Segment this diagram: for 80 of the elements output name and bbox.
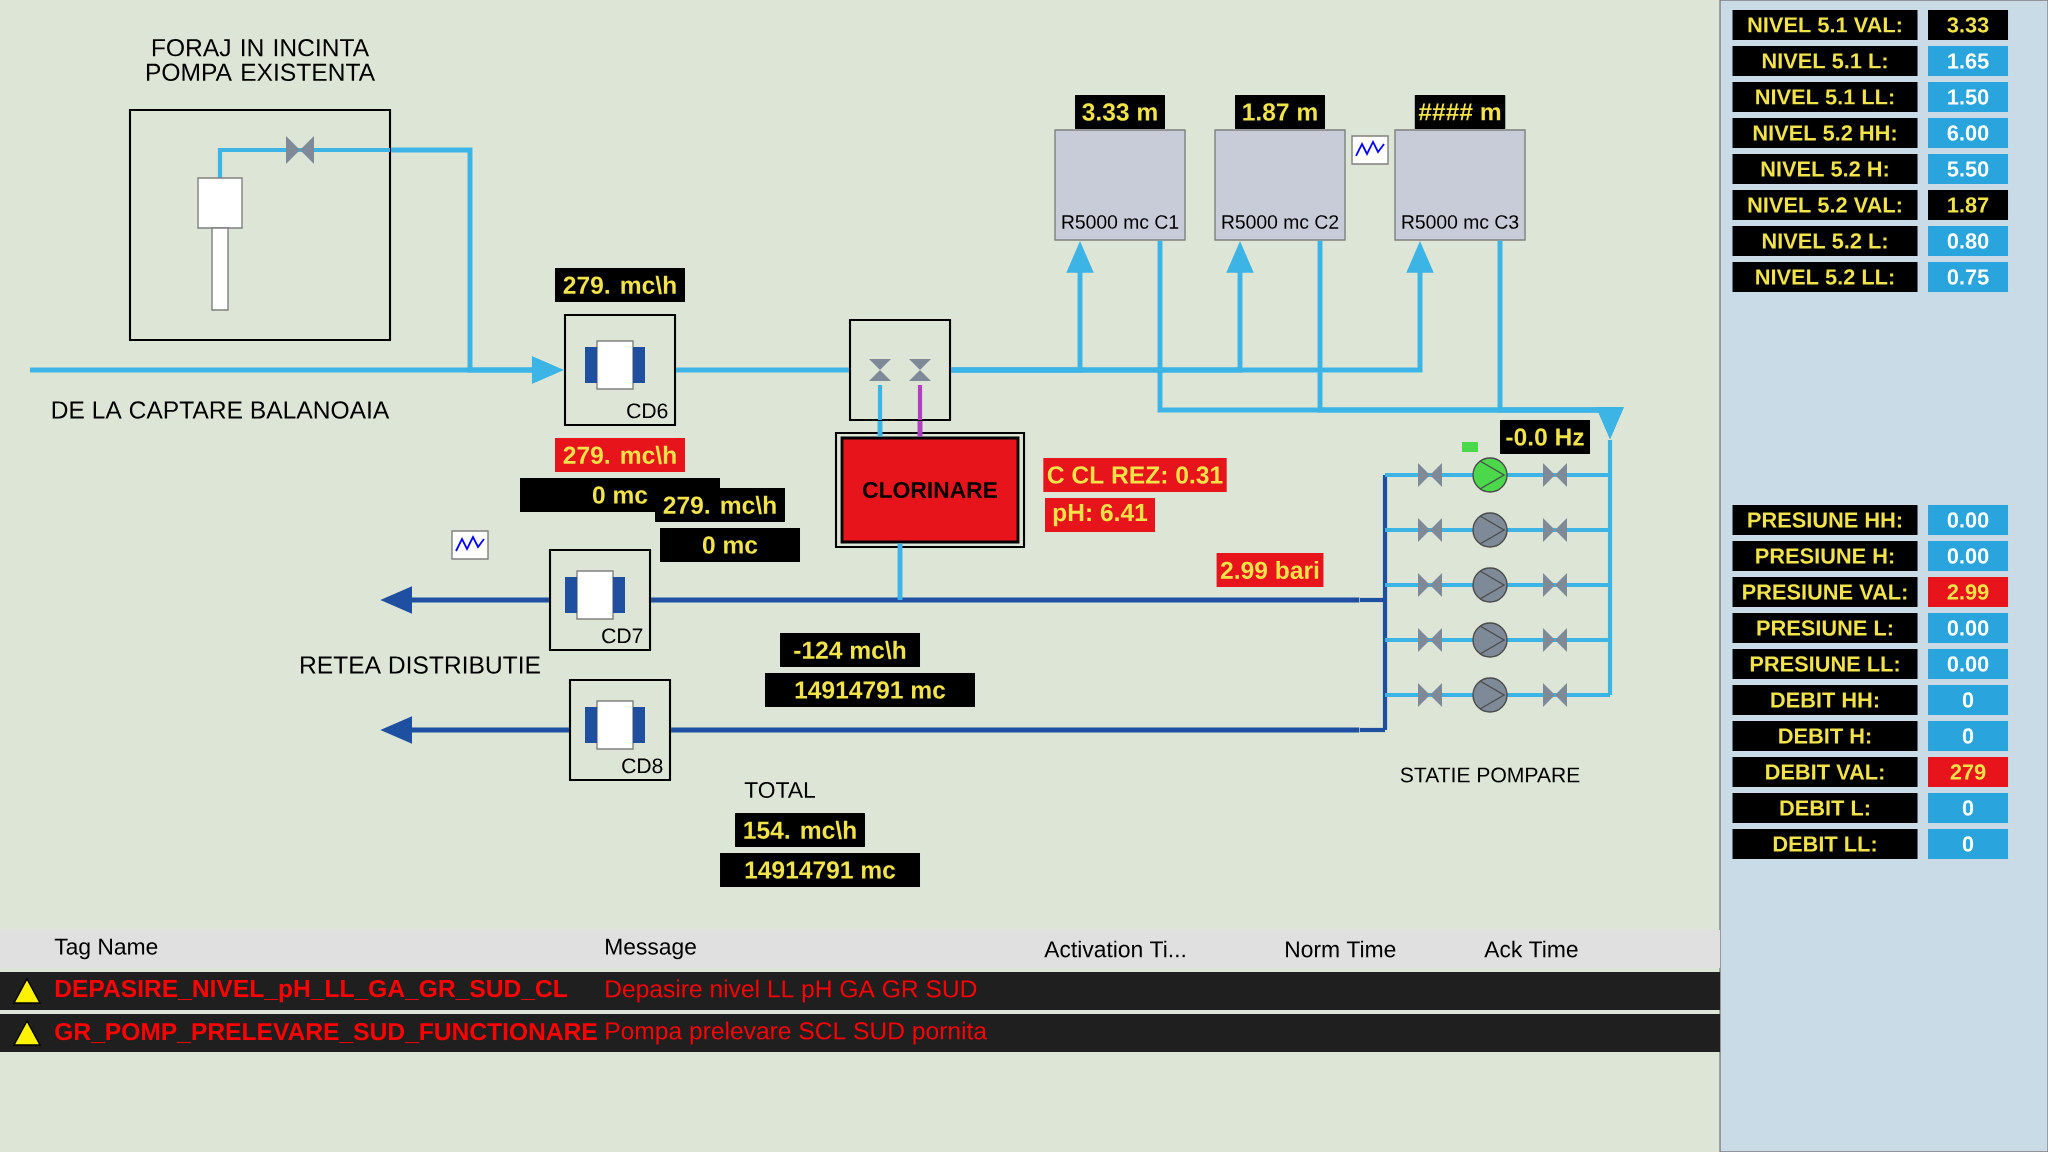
tag-label: PRESIUNE HH: <box>1732 505 1918 535</box>
column-header: Tag Name <box>54 938 158 960</box>
value-display: 279. mc\h <box>555 268 685 302</box>
station-label: STATIE POMPARE <box>1400 767 1580 783</box>
tag-label: DEBIT LL: <box>1732 829 1918 859</box>
value-cell: 279 <box>1928 757 2009 787</box>
value-cell: 0.00 <box>1928 649 2009 679</box>
column-header: Activation Ti... <box>1044 940 1185 958</box>
pipe <box>897 543 903 600</box>
tag-label: PRESIUNE LL: <box>1732 649 1918 679</box>
value-cell: 0.00 <box>1928 505 2009 535</box>
tag-label: NIVEL 5.1 VAL: <box>1732 10 1918 40</box>
value-display: 1.87 m <box>1235 95 1325 129</box>
tag-label: DEBIT HH: <box>1732 685 1918 715</box>
table-cell: GR_POMP_PRELEVARE_SUD_FUNCTIONARE <box>55 1022 597 1044</box>
value-display: 2.99 bari <box>1216 553 1324 587</box>
drilling-box: FORAJ IN INCINTA POMPA EXISTENTA <box>128 39 392 342</box>
value-display: 14914791 mc <box>720 853 920 887</box>
tank: R5000 mc C2 <box>1214 129 1346 241</box>
tag-label: NIVEL 5.2 H: <box>1732 154 1918 184</box>
pipe-label: RETEA DISTRIBUTIE <box>301 656 540 674</box>
meter-box: CD7 <box>548 548 652 652</box>
tag-label: NIVEL 5.1 LL: <box>1732 82 1918 112</box>
value-cell: 1.87 <box>1928 190 2009 220</box>
tag-label: PRESIUNE H: <box>1732 541 1918 571</box>
meter-box: CD8 <box>568 678 672 782</box>
pipe <box>917 421 923 437</box>
value-cell: 0 <box>1928 829 2009 859</box>
value-cell: 5.50 <box>1928 154 2009 184</box>
value-display: 154. mc\h <box>735 813 865 847</box>
value-cell: 3.33 <box>1928 10 2009 40</box>
value-display: 279. mc\h <box>555 438 685 472</box>
tank: R5000 mc C1 <box>1054 129 1186 241</box>
value-display: -124 mc\h <box>780 633 920 667</box>
total-label: TOTAL <box>744 781 815 799</box>
value-cell: 0.75 <box>1928 262 2009 292</box>
tag-label: NIVEL 5.2 L: <box>1732 226 1918 256</box>
value-cell: 0.00 <box>1928 613 2009 643</box>
tag-label: PRESIUNE L: <box>1732 613 1918 643</box>
tag-label: DEBIT H: <box>1732 721 1918 751</box>
value-display: 14914791 mc <box>765 673 975 707</box>
value-cell: 6.00 <box>1928 118 2009 148</box>
pipe-label: DE LA CAPTARE BALANOAIA <box>52 401 390 419</box>
table-cell: Pompa prelevare SCL SUD pornita <box>606 1021 987 1045</box>
meter-box: CD6 <box>563 313 677 427</box>
pipe <box>877 421 883 437</box>
node-label: FORAJ IN INCINTA POMPA EXISTENTA <box>146 39 376 81</box>
value-cell: 0.80 <box>1928 226 2009 256</box>
tag-label: NIVEL 5.2 HH: <box>1732 118 1918 148</box>
column-header: Norm Time <box>1286 940 1396 958</box>
tag-label: DEBIT L: <box>1732 793 1918 823</box>
pipe <box>671 727 1360 733</box>
value-display: 0 mc <box>660 528 800 562</box>
valve-box <box>848 318 952 422</box>
column-header: Message <box>606 938 696 960</box>
value-cell: 0 <box>1928 685 2009 715</box>
value-cell: 1.65 <box>1928 46 2009 76</box>
pipe <box>651 597 1360 603</box>
column-header: Ack Time <box>1484 940 1578 958</box>
value-display: 3.33 m <box>1075 95 1165 129</box>
tank: R5000 mc C3 <box>1394 129 1526 241</box>
value-cell: 2.99 <box>1928 577 2009 607</box>
tag-label: NIVEL 5.1 L: <box>1732 46 1918 76</box>
pipe <box>676 367 849 373</box>
chlorination-box: CLORINARE <box>834 431 1026 549</box>
value-display: pH: 6.41 <box>1045 498 1155 532</box>
value-display: #### m <box>1414 95 1506 129</box>
value-cell: 0 <box>1928 721 2009 751</box>
value-display: C CL REZ: 0.31 <box>1043 458 1227 492</box>
value-cell: 0 <box>1928 793 2009 823</box>
value-display: 279. mc\h <box>655 488 785 522</box>
tag-label: NIVEL 5.2 VAL: <box>1732 190 1918 220</box>
value-cell: 0.00 <box>1928 541 2009 571</box>
value-display: -0.0 Hz <box>1500 420 1590 454</box>
table-cell: Depasire nivel LL pH GA GR SUD <box>606 979 977 1003</box>
tag-label: DEBIT VAL: <box>1732 757 1918 787</box>
tag-label: PRESIUNE VAL: <box>1732 577 1918 607</box>
tag-label: NIVEL 5.2 LL: <box>1732 262 1918 292</box>
table-cell: DEPASIRE_NIVEL_pH_LL_GA_GR_SUD_CL <box>55 979 567 1003</box>
value-cell: 1.50 <box>1928 82 2009 112</box>
